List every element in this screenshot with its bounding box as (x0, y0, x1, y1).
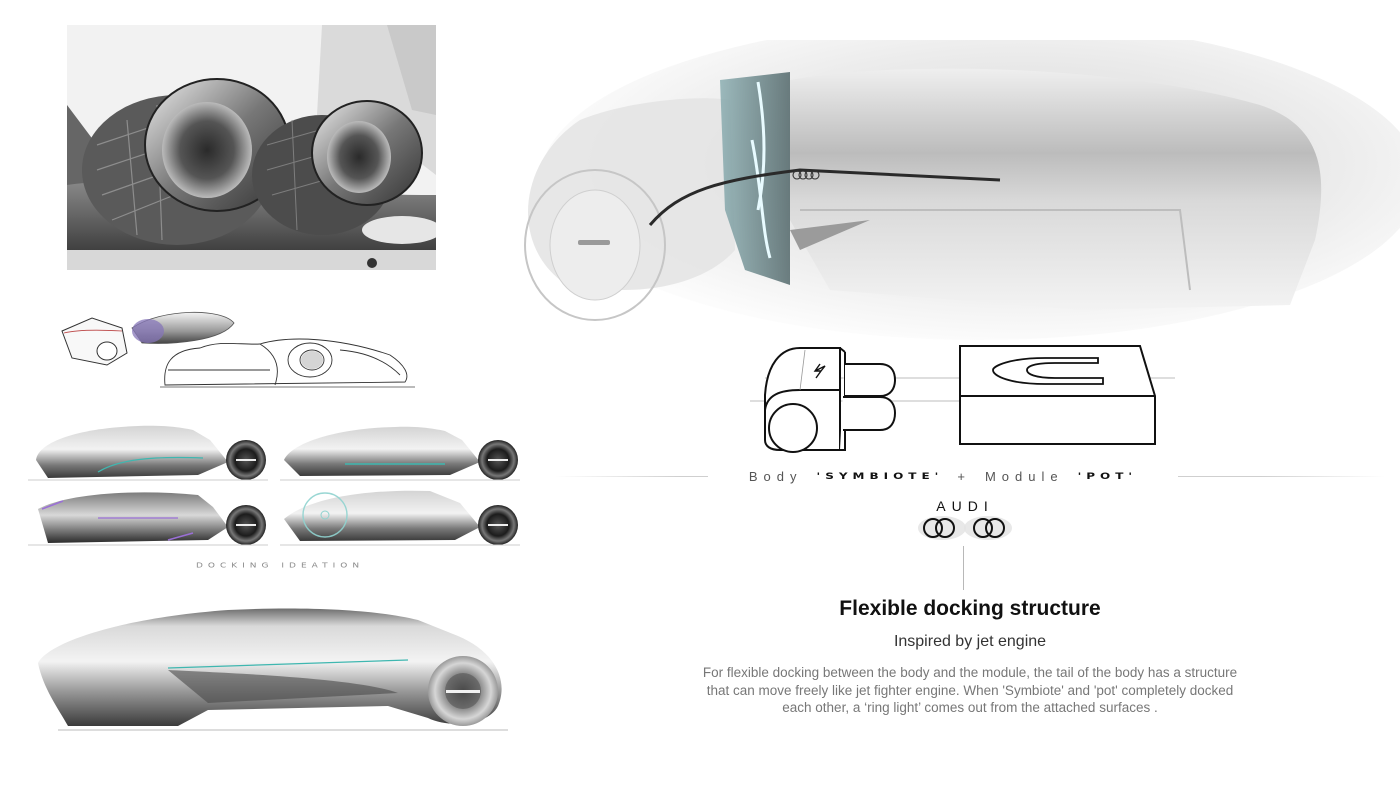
jet-engine-reference-photo (67, 25, 436, 270)
docking-ideation-caption: DOCKING IDEATION (195, 562, 365, 570)
description-line: each other, a ‘ring light’ comes out fro… (782, 700, 1158, 715)
feature-title: Flexible docking structure (839, 597, 1101, 620)
module-label: Module (984, 468, 1064, 484)
body-module-combo-label: Body 'SYMBIOTE' + Module 'POT' (708, 466, 1178, 486)
final-side-render (28, 598, 528, 738)
body-label: Body (748, 468, 803, 484)
lightning-icon (813, 363, 826, 379)
connector-line (963, 546, 964, 590)
ideation-variant-4 (280, 485, 520, 547)
ideation-variant-1 (28, 420, 268, 482)
ideation-variant-3 (28, 485, 268, 547)
pot-module-shape (959, 345, 1156, 445)
hero-rear-render (500, 40, 1400, 340)
audi-rings-icon (915, 515, 1015, 541)
ideation-sketch-separated (52, 303, 237, 373)
audi-wordmark: AUDI (936, 498, 994, 514)
description-line: For flexible docking between the body an… (702, 665, 1238, 680)
symbiote-body-shape (764, 347, 897, 453)
plus-sign: + (957, 468, 971, 484)
feature-subtitle: Inspired by jet engine (893, 633, 1047, 650)
docking-diagram (745, 340, 1175, 455)
ideation-variant-2 (280, 420, 520, 482)
hero-audi-badge-icon (792, 170, 820, 180)
pot-name: 'POT' (1077, 471, 1138, 481)
ideation-line-sketch (160, 330, 420, 390)
description-line: that can move freely like jet fighter en… (706, 682, 1234, 698)
feature-description: For flexible docking between the body an… (670, 664, 1270, 717)
symbiote-name: 'SYMBIOTE' (816, 471, 944, 481)
